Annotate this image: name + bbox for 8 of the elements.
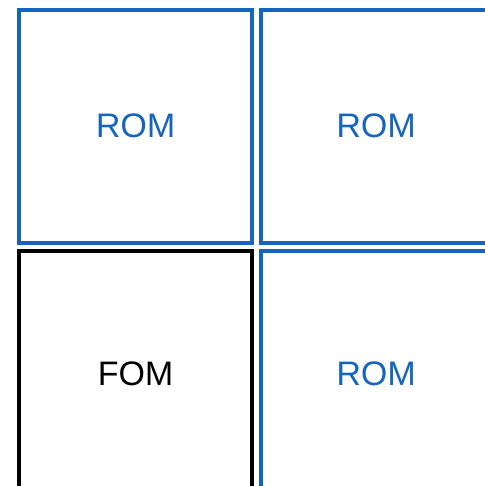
grid-cell-frame (17, 249, 254, 486)
module-label: ROM (96, 107, 176, 146)
module-label: FOM (98, 354, 174, 394)
module-label: ROM (336, 107, 416, 146)
module-label: ROM (336, 354, 416, 394)
grid-cell-frame (259, 8, 485, 245)
grid-cell-frame (259, 249, 485, 486)
grid-cell-frame (17, 8, 254, 245)
